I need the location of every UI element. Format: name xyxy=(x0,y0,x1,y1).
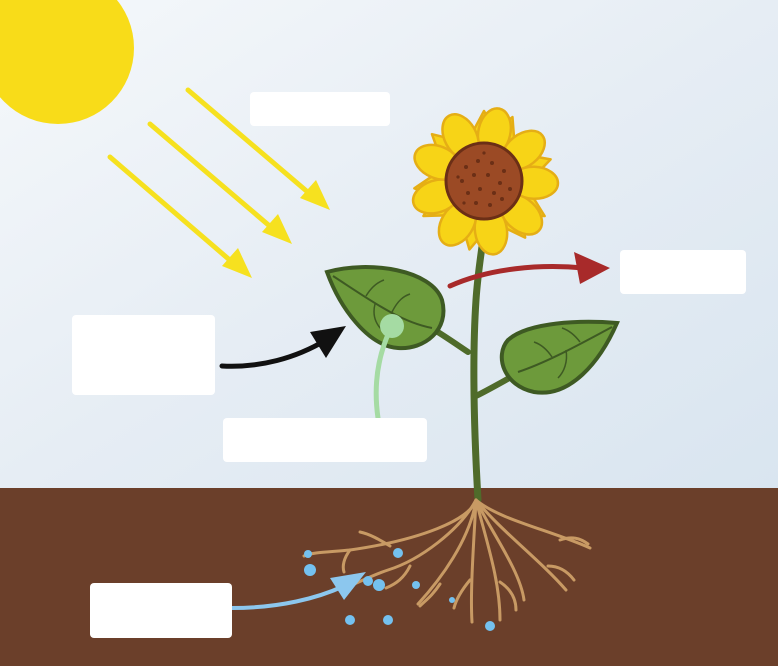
glucose-label-box xyxy=(223,418,427,462)
carbon-dioxide-label-box xyxy=(72,315,215,395)
glucose-bulb xyxy=(380,314,404,338)
oxygen-label-box xyxy=(620,250,746,294)
water-label-box xyxy=(90,583,232,638)
soil xyxy=(0,488,778,666)
sunlight-label-box xyxy=(250,92,390,126)
